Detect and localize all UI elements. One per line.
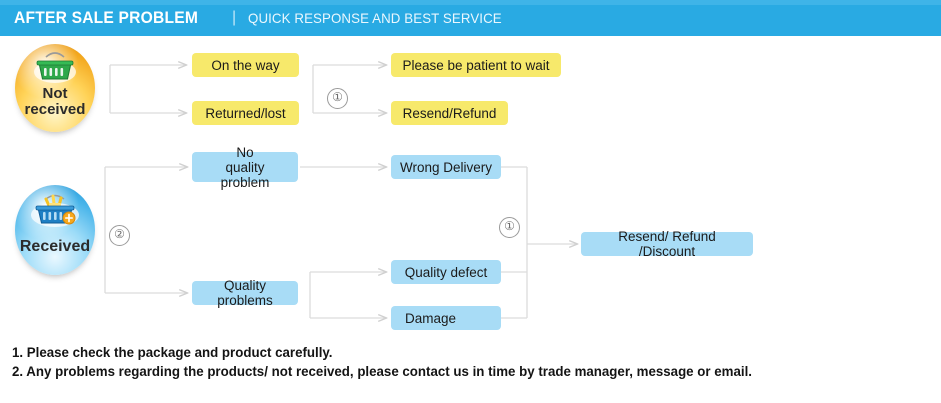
node-returned-lost[interactable]: Returned/lost	[192, 101, 299, 125]
page-title: AFTER SALE PROBLEM	[14, 8, 199, 27]
node-wrong-delivery[interactable]: Wrong Delivery	[391, 155, 501, 179]
node-damage[interactable]: Damage	[391, 306, 501, 330]
node-quality-problems[interactable]: Quality problems	[192, 278, 298, 308]
header-top-strip	[0, 0, 941, 5]
node-resend-refund[interactable]: Resend/Refund	[391, 101, 508, 125]
full-shopping-basket-icon	[15, 191, 95, 237]
flow-diagram: Not received On the way Returned/lost Pl…	[0, 36, 941, 339]
shopping-basket-icon	[15, 50, 95, 90]
node-resend-refund-discount[interactable]: Resend/ Refund /Discount	[581, 229, 753, 259]
header-subtitle: QUICK RESPONSE AND BEST SERVICE	[248, 10, 502, 26]
node-no-quality-problem[interactable]: No quality problem	[192, 145, 298, 190]
header-separator: |	[232, 9, 237, 26]
node-please-be-patient-to-wait[interactable]: Please be patient to wait	[391, 53, 561, 77]
note-1: 1. Please check the package and product …	[12, 345, 333, 360]
step-marker-2: ②	[109, 225, 130, 246]
step-marker-1-top: ①	[327, 88, 348, 109]
header-content: AFTER SALE PROBLEM | QUICK RESPONSE AND …	[14, 0, 515, 36]
node-quality-defect[interactable]: Quality defect	[391, 260, 501, 284]
connector-lines	[104, 36, 941, 339]
footer-notes: 1. Please check the package and product …	[12, 343, 912, 381]
header-banner: AFTER SALE PROBLEM | QUICK RESPONSE AND …	[0, 0, 941, 36]
branch-circle-not-received: Not received	[15, 44, 95, 132]
note-2: 2. Any problems regarding the products/ …	[12, 364, 752, 379]
branch-circle-received: Received	[15, 185, 95, 275]
circle-label-not-received: Not received	[24, 85, 86, 118]
circle-label-received: Received	[19, 238, 91, 255]
node-on-the-way[interactable]: On the way	[192, 53, 299, 77]
step-marker-1-bottom: ①	[499, 217, 520, 238]
